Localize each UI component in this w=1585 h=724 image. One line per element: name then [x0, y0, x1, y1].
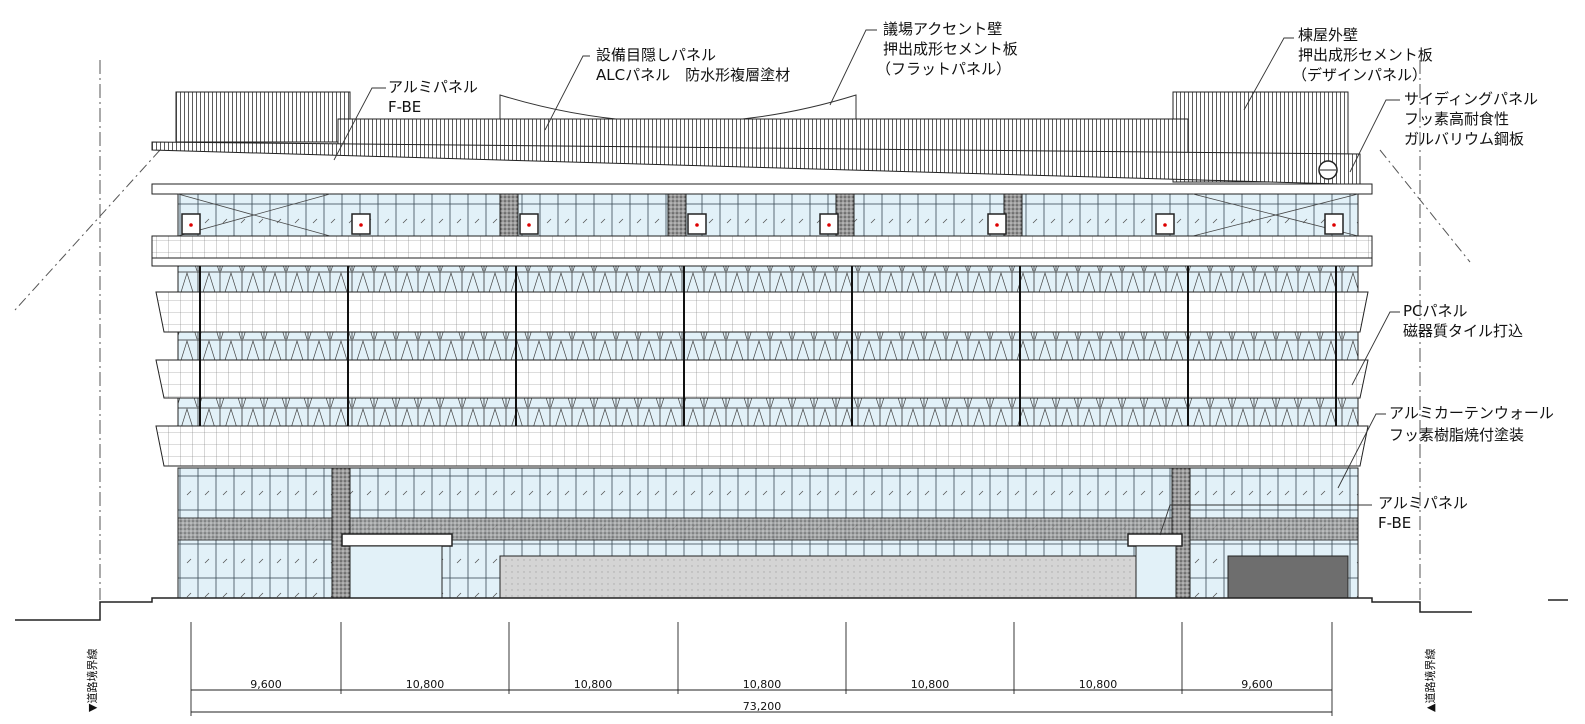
dim-total: 73,200: [743, 700, 782, 713]
label-assembly-accent-wall: 議場アクセント壁 押出成形セメント板 （フラットパネル）: [876, 20, 1022, 78]
label-siding-panel: サイディングパネル フッ素高耐食性 ガルバリウム鋼板: [1404, 90, 1543, 148]
column-lines: [199, 266, 1337, 426]
dimension-chain: [190, 622, 1333, 716]
leader-lines: [333, 29, 1400, 536]
label-penthouse-wall: 棟屋外壁 押出成形セメント板 （デザインパネル）: [1292, 26, 1437, 84]
lower-dark-pier-left: [331, 467, 351, 599]
lower-dark-right: [1227, 555, 1349, 599]
top-dark-piers: [499, 193, 1023, 237]
boundary-lines: [99, 60, 1421, 600]
label-equipment-screen: 設備目隠しパネル ALCパネル 防水形複層塗材: [596, 46, 790, 84]
ground-line: [15, 597, 1568, 621]
pc-panel-bands: [151, 235, 1373, 467]
label-curtain-wall: アルミカーテンウォール フッ素樹脂焼付塗装: [1389, 404, 1559, 444]
dim-span-2: 10,800: [406, 678, 445, 691]
penthouse-left: [175, 91, 351, 143]
boundary-label-left: ▼道路境界線: [85, 649, 99, 712]
label-roof-panel-left: アルミパネル F-BE: [388, 78, 483, 116]
entrance-door-right: [1135, 545, 1177, 599]
setback-lines: [14, 149, 1471, 311]
roof-edge: [151, 183, 1373, 195]
lower-dark-band: [177, 517, 1359, 541]
canopy-left: [341, 533, 453, 547]
curtain-wall-floors: [177, 265, 1359, 427]
dimension-labels: 9,600 10,800 10,800 10,800 10,800 10,800…: [250, 678, 1273, 713]
dim-span-3: 10,800: [574, 678, 613, 691]
canopy-right: [1127, 533, 1183, 547]
dim-span-7: 9,600: [1241, 678, 1273, 691]
dim-span-4: 10,800: [743, 678, 782, 691]
label-pc-panel: PCパネル 磁器質タイル打込: [1403, 302, 1523, 340]
dim-span-5: 10,800: [911, 678, 950, 691]
dim-span-6: 10,800: [1079, 678, 1118, 691]
accent-wall: [499, 94, 857, 123]
dim-span-1: 9,600: [250, 678, 282, 691]
boundary-label-right: ▲道路境界線: [1423, 649, 1437, 712]
lower-storefront-grey: [499, 555, 1141, 599]
label-aluminum-panel-lower: アルミパネル F-BE: [1378, 494, 1473, 532]
entrance-door-left: [349, 545, 443, 599]
